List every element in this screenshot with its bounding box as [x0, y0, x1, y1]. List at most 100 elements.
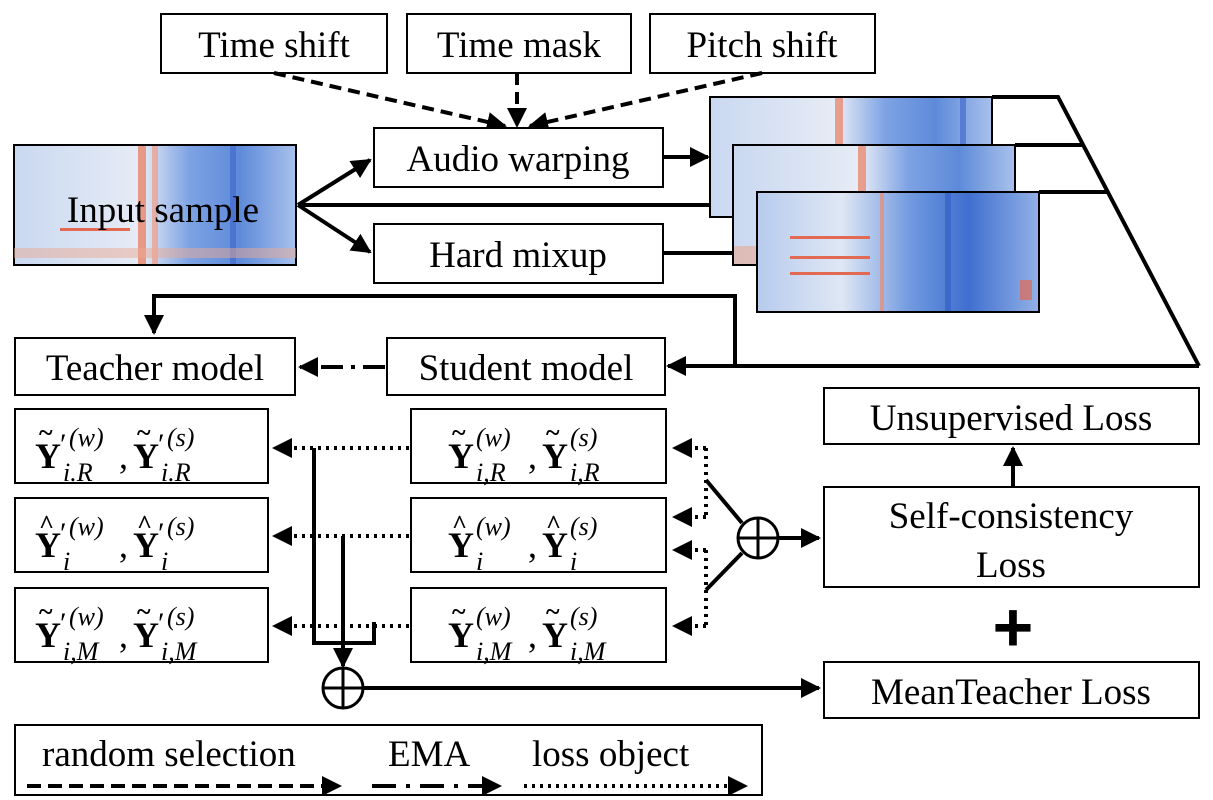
- output-symbol: Y: [35, 615, 61, 655]
- self-consistency-label-line2: Loss: [976, 545, 1046, 586]
- audio-warping-label: Audio warping: [407, 139, 630, 180]
- output-accent: ~: [39, 418, 53, 447]
- plus-sign: +: [993, 588, 1034, 666]
- meanteacher-collector-lines: [312, 448, 376, 668]
- output-sup-w: (w): [69, 602, 104, 631]
- self-consistency-label-line1: Self-consistency: [889, 496, 1134, 537]
- self-consistency-loss-box: Self-consistency Loss: [823, 486, 1200, 588]
- time-shift-label: Time shift: [198, 25, 351, 66]
- output-accent-s: ~: [546, 597, 560, 626]
- unsupervised-loss-box: Unsupervised Loss: [823, 387, 1200, 445]
- output-symbol-s: Y: [133, 615, 159, 655]
- input-sample-label: Input sample: [67, 190, 259, 231]
- output-sub: i.R: [63, 458, 93, 487]
- output-sup-s: (s): [167, 423, 194, 452]
- legend-ema-label: EMA: [388, 734, 471, 775]
- output-sub-s: i,M: [161, 637, 198, 666]
- output-accent-s: ^: [137, 510, 152, 539]
- svg-text:,: ,: [119, 436, 128, 476]
- time-shift-box: Time shift: [160, 13, 388, 74]
- time-mask-label: Time mask: [437, 25, 602, 66]
- pitch-shift-box: Pitch shift: [649, 13, 876, 74]
- output-accent-s: ~: [137, 418, 151, 447]
- output-symbol-s: Y: [133, 436, 159, 476]
- student-output-box-orig: Y ^ (w) i , Y ^ (s) i: [410, 497, 667, 576]
- output-symbol: Y: [35, 436, 61, 476]
- student-output-m: Y ~ (w) i,M , Y ~ (s) i,M: [448, 597, 607, 666]
- output-sub-s: i: [161, 547, 168, 576]
- output-sup-w: (w): [69, 423, 104, 452]
- output-accent: ~: [452, 418, 466, 447]
- output-sub: i: [476, 547, 483, 576]
- output-sup-w: (w): [69, 512, 104, 541]
- teacher-model-label: Teacher model: [46, 348, 264, 389]
- output-accent-s: ~: [137, 597, 151, 626]
- spectrogram-mixup: [756, 191, 1040, 313]
- teacher-model-box: Teacher model: [14, 337, 296, 396]
- svg-text:,: ,: [119, 615, 128, 655]
- output-symbol: Y: [35, 525, 61, 565]
- student-output-box-m: Y ~ (w) i,M , Y ~ (s) i,M: [410, 587, 667, 666]
- output-sup-s: (s): [570, 423, 597, 452]
- output-sup-s: (s): [570, 602, 597, 631]
- teacher-output-box-r: Y ~ ′ (w) i.R , Y ~ ′ (s) i.R: [14, 408, 269, 487]
- input-arrows: [296, 147, 755, 263]
- student-model-label: Student model: [419, 348, 634, 389]
- stack-to-student-lines: [144, 95, 1201, 376]
- output-accent-s: ^: [546, 510, 561, 539]
- output-sup-w: (w): [476, 423, 511, 452]
- output-symbol: Y: [448, 436, 474, 476]
- consistency-sum-node: [736, 516, 780, 560]
- output-prime-s: ′: [158, 607, 165, 640]
- output-sup-s: (s): [570, 512, 597, 541]
- output-sup-w: (w): [476, 602, 511, 631]
- output-prime-s: ′: [158, 517, 165, 550]
- teacher-output-box-m: Y ~ ′ (w) i,M , Y ~ ′ (s) i,M: [14, 587, 269, 666]
- student-model-box: Student model: [386, 337, 666, 396]
- teacher-output-r: Y ~ ′ (w) i.R , Y ~ ′ (s) i.R: [35, 418, 194, 487]
- student-output-orig: Y ^ (w) i , Y ^ (s) i: [448, 510, 597, 576]
- meanteacher-loss-label: MeanTeacher Loss: [871, 672, 1151, 713]
- student-output-box-r: Y ~ (w) i,R , Y ~ (s) i,R: [410, 408, 667, 487]
- output-accent: ^: [39, 510, 54, 539]
- output-sup-s: (s): [167, 512, 194, 541]
- output-sub: i: [63, 547, 70, 576]
- output-sup-w: (w): [476, 512, 511, 541]
- output-sub: i,R: [476, 458, 506, 487]
- output-symbol: Y: [448, 525, 474, 565]
- output-symbol-s: Y: [542, 525, 568, 565]
- teacher-output-orig: Y ^ ′ (w) i , Y ^ ′ (s) i: [35, 510, 194, 576]
- loss-object-arrows-right: [672, 438, 708, 636]
- hard-mixup-box: Hard mixup: [373, 223, 664, 284]
- output-symbol-s: Y: [542, 615, 568, 655]
- output-sub-s: i,M: [570, 637, 607, 666]
- consistency-input-lines: [704, 478, 744, 592]
- time-mask-box: Time mask: [406, 13, 632, 74]
- output-accent: ~: [452, 597, 466, 626]
- pitch-shift-label: Pitch shift: [686, 25, 838, 66]
- output-sub: i,M: [63, 637, 100, 666]
- output-prime-s: ′: [158, 428, 165, 461]
- output-sup-s: (s): [167, 602, 194, 631]
- augmented-spectrogram-stack: [709, 96, 1040, 313]
- output-sub: i,M: [476, 637, 513, 666]
- output-prime: ′: [60, 607, 67, 640]
- teacher-output-m: Y ~ ′ (w) i,M , Y ~ ′ (s) i,M: [35, 597, 198, 666]
- output-prime: ′: [60, 428, 67, 461]
- meanteacher-sum-node: [321, 666, 365, 710]
- unsupervised-loss-label: Unsupervised Loss: [870, 398, 1153, 439]
- output-sub-s: i.R: [161, 458, 191, 487]
- output-symbol-s: Y: [542, 436, 568, 476]
- legend-loss-object-label: loss object: [532, 734, 690, 775]
- output-sub-s: i,R: [570, 458, 600, 487]
- output-symbol: Y: [448, 615, 474, 655]
- audio-warping-box: Audio warping: [373, 127, 664, 188]
- hard-mixup-label: Hard mixup: [429, 235, 607, 276]
- random-selection-arrows: [273, 71, 763, 132]
- svg-text:,: ,: [528, 615, 537, 655]
- output-accent: ~: [39, 597, 53, 626]
- output-accent: ^: [452, 510, 467, 539]
- output-sub-s: i: [570, 547, 577, 576]
- input-spectrogram: Input sample: [13, 144, 297, 266]
